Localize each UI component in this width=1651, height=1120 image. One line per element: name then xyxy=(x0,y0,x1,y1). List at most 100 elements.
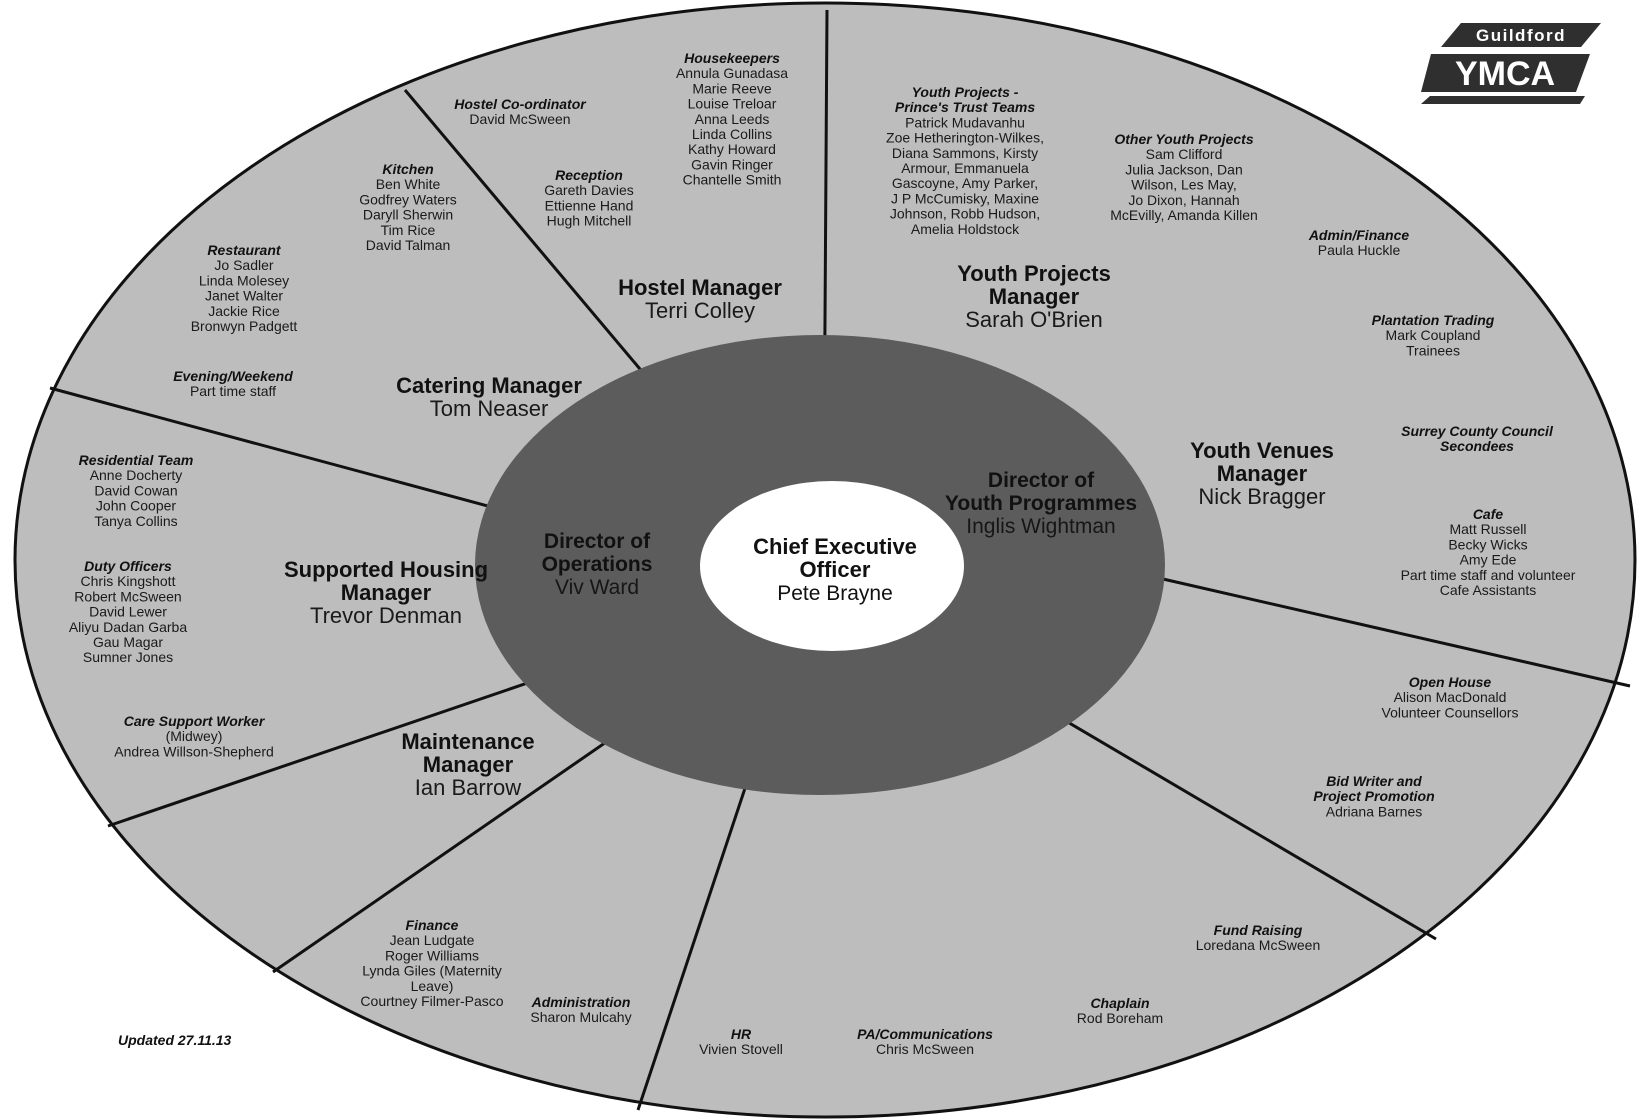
manager-name: Trevor Denman xyxy=(310,603,462,628)
manager-name: Tom Neaser xyxy=(430,396,549,421)
manager-title: Supported Housing xyxy=(284,557,488,582)
logo-banner-shape xyxy=(1441,23,1601,47)
team-member: Chantelle Smith xyxy=(683,172,782,188)
logo-top-text: Guildford xyxy=(1476,26,1566,45)
team-member: Adriana Barnes xyxy=(1326,803,1423,819)
team-member: Louise Treloar xyxy=(688,96,777,112)
manager-name: Terri Colley xyxy=(645,298,755,323)
manager-name: Nick Bragger xyxy=(1198,484,1325,509)
team-member: Anne Docherty xyxy=(90,467,183,483)
team-member: Cafe Assistants xyxy=(1440,582,1537,598)
team-member: Daryll Sherwin xyxy=(363,207,453,223)
logo-stripe-shape xyxy=(1421,96,1585,104)
team-title: Housekeepers xyxy=(684,50,780,66)
team-member: Sumner Jones xyxy=(83,649,173,665)
ceo-title: Officer xyxy=(800,557,871,582)
director-name: Inglis Wightman xyxy=(966,515,1115,538)
team-member: Becky Wicks xyxy=(1448,536,1527,552)
team-member: Amelia Holdstock xyxy=(911,221,1020,237)
team-member: Janet Walter xyxy=(205,288,283,304)
team-member: Paula Huckle xyxy=(1318,242,1401,258)
logo-main-text: YMCA xyxy=(1455,55,1555,93)
team-member: John Cooper xyxy=(96,498,177,514)
team-title: Hostel Co-ordinator xyxy=(454,96,587,112)
team-title: Project Promotion xyxy=(1313,788,1434,804)
team-member: David Cowan xyxy=(94,482,177,498)
team-member: McEvilly, Amanda Killen xyxy=(1110,207,1258,223)
team-title: Duty Officers xyxy=(84,558,172,574)
manager-name: Ian Barrow xyxy=(415,775,521,800)
team-member: Gau Magar xyxy=(93,634,163,650)
team-member: Part time staff and volunteer xyxy=(1401,567,1576,583)
ceo-core xyxy=(700,481,964,651)
team-member: Courtney Filmer-Pasco xyxy=(360,993,503,1009)
team-member: Robert McSween xyxy=(74,588,181,604)
team-member: Amy Ede xyxy=(1460,552,1517,568)
team-title: Administration xyxy=(531,994,631,1010)
team-title: Chaplain xyxy=(1090,995,1149,1011)
team-member: Sharon Mulcahy xyxy=(530,1009,631,1025)
guildford-ymca-logo: Guildford YMCA xyxy=(1421,23,1601,104)
team-member: Jo Dixon, Hannah xyxy=(1128,192,1239,208)
team-title: Finance xyxy=(406,917,459,933)
team-title: Plantation Trading xyxy=(1372,312,1495,328)
team-block: Youth Projects -Prince's Trust TeamsPatr… xyxy=(886,84,1044,237)
team-title: Surrey County Council xyxy=(1401,423,1554,439)
team-member: Jean Ludgate xyxy=(390,932,475,948)
team-member: David Lewer xyxy=(89,604,167,620)
team-member: Volunteer Counsellors xyxy=(1382,704,1519,720)
team-member: Kathy Howard xyxy=(688,141,776,157)
team-title: Evening/Weekend xyxy=(173,368,293,384)
team-member: Aliyu Dadan Garba xyxy=(69,619,188,635)
team-member: Hugh Mitchell xyxy=(547,213,632,229)
team-member: (Midwey) xyxy=(166,728,223,744)
team-member: Armour, Emmanuela xyxy=(901,160,1029,176)
team-member: Zoe Hetherington-Wilkes, xyxy=(886,130,1044,146)
divider-line xyxy=(1162,577,1631,688)
team-title: Residential Team xyxy=(79,452,194,468)
director-title: Youth Programmes xyxy=(945,492,1137,515)
divider-line xyxy=(272,736,613,974)
manager-title: Youth Venues xyxy=(1190,438,1334,463)
manager-title: Maintenance xyxy=(401,729,534,754)
ceo-title: Chief Executive xyxy=(753,534,917,559)
team-member: Trainees xyxy=(1406,342,1460,358)
team-member: Gavin Ringer xyxy=(691,156,773,172)
team-title: HR xyxy=(731,1026,752,1042)
team-member: Ettienne Hand xyxy=(545,197,634,213)
team-title: Open House xyxy=(1409,674,1492,690)
team-member: Loredana McSween xyxy=(1196,937,1321,953)
manager-name: Sarah O'Brien xyxy=(965,307,1103,332)
team-member: Chris McSween xyxy=(876,1041,974,1057)
team-member: Alison MacDonald xyxy=(1394,689,1507,705)
manager-title: Youth Projects xyxy=(957,261,1111,286)
divider-line xyxy=(49,386,511,514)
director-name: Viv Ward xyxy=(555,576,639,599)
manager-title: Manager xyxy=(341,580,432,605)
director-title: Director of xyxy=(544,530,651,553)
team-title: Reception xyxy=(555,167,623,183)
team-title: Other Youth Projects xyxy=(1114,131,1253,147)
manager-title: Hostel Manager xyxy=(618,275,782,300)
